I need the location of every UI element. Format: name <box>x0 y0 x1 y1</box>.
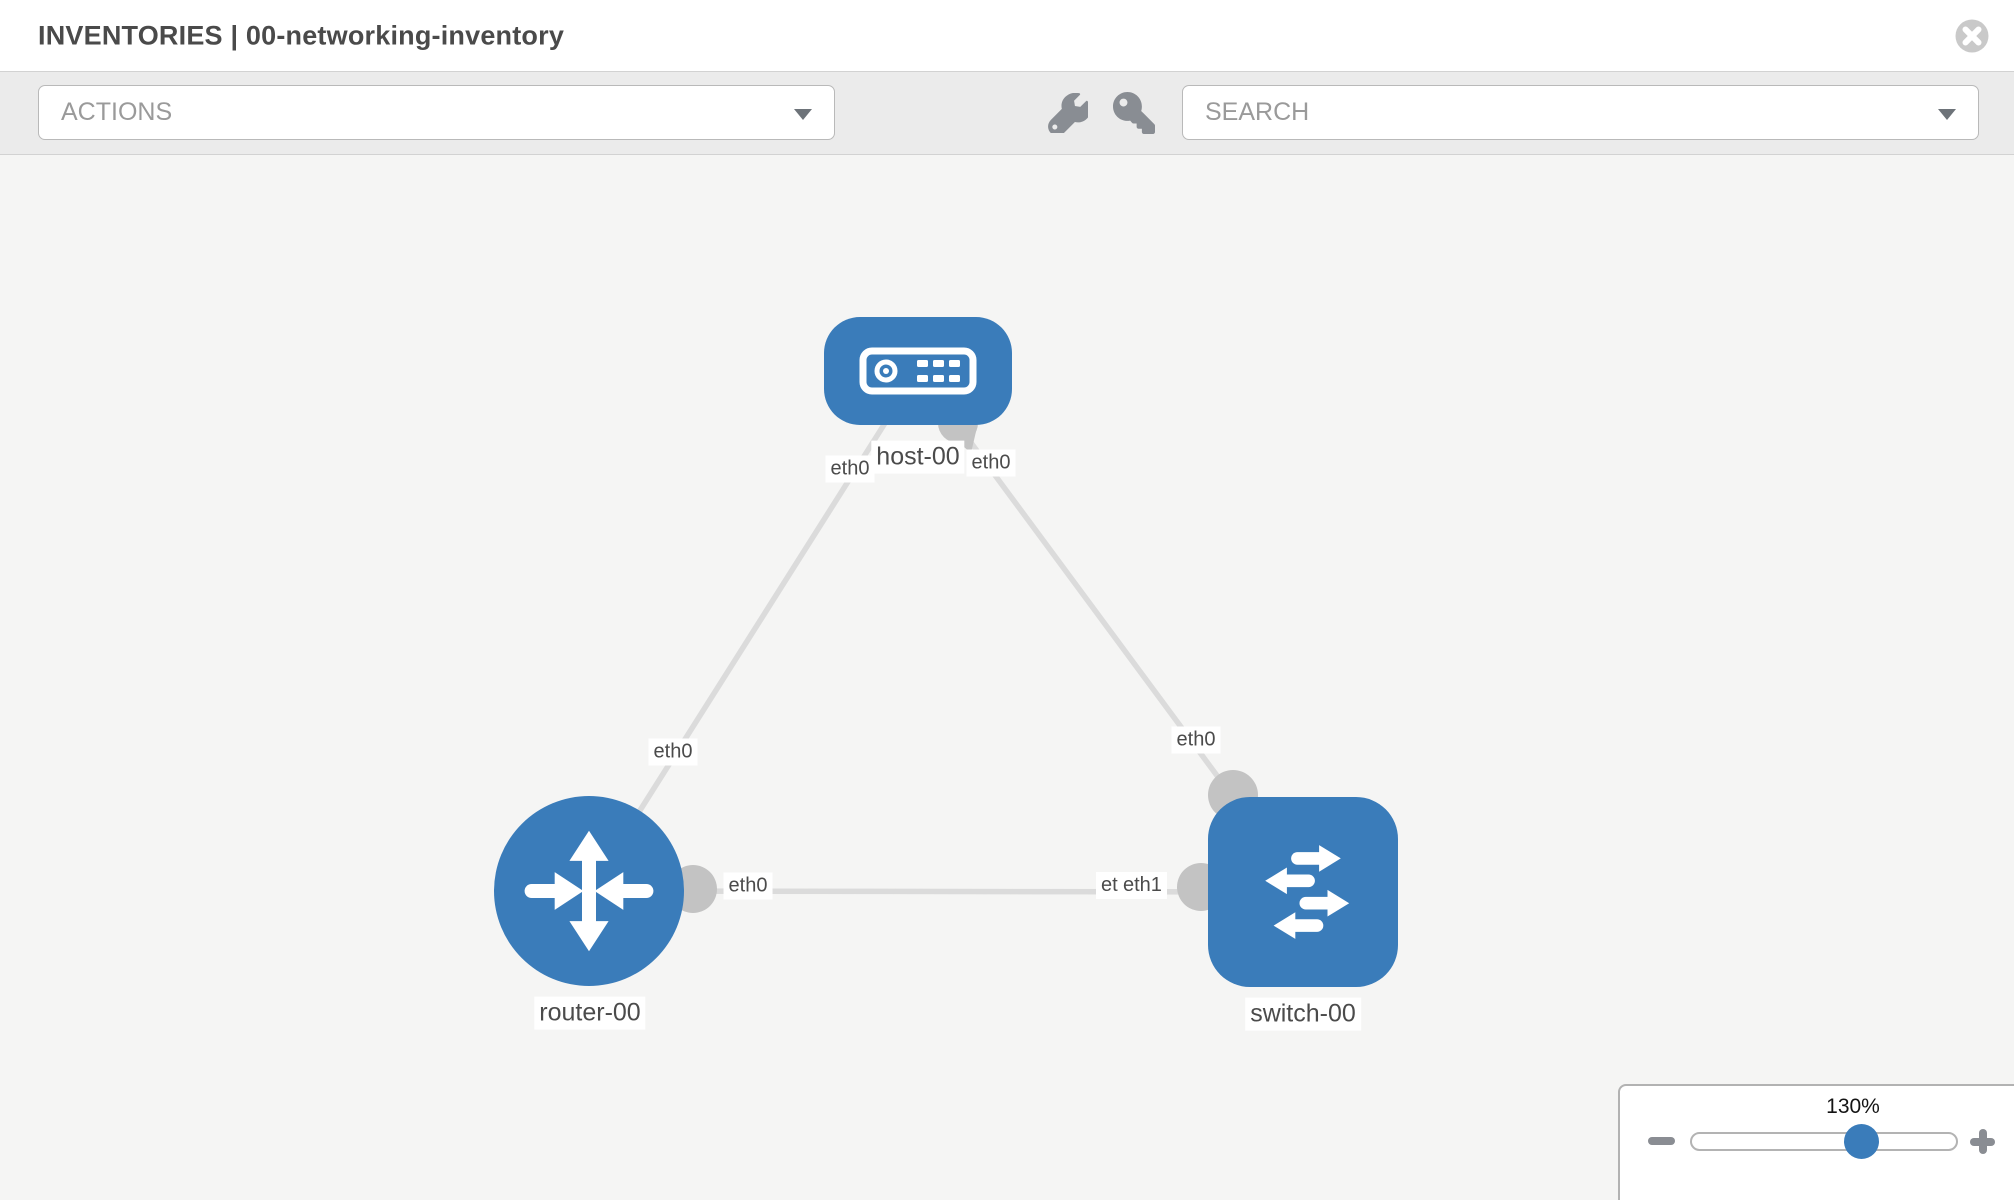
node-label-router: router-00 <box>534 996 646 1030</box>
zoom-out-button[interactable] <box>1648 1137 1675 1145</box>
node-host-00[interactable] <box>824 317 1012 425</box>
node-switch-00[interactable] <box>1208 797 1398 987</box>
actions-dropdown-input[interactable] <box>39 86 834 139</box>
chevron-down-icon <box>794 109 812 120</box>
router-arrows-icon <box>524 830 654 952</box>
key-icon <box>1113 92 1155 134</box>
interface-label: eth1 <box>1118 872 1167 899</box>
node-label-switch: switch-00 <box>1245 997 1361 1031</box>
search-box[interactable] <box>1182 85 1979 140</box>
interface-label: eth0 <box>966 449 1016 477</box>
search-input[interactable] <box>1183 86 1978 139</box>
links-layer <box>586 369 1306 913</box>
server-icon <box>859 347 977 395</box>
toolbar <box>0 72 2014 155</box>
interface-label: eth0 <box>1171 726 1221 754</box>
zoom-in-button[interactable] <box>1970 1129 1995 1154</box>
node-label-host: host-00 <box>871 440 965 474</box>
zoom-slider-thumb[interactable] <box>1844 1124 1879 1159</box>
close-button[interactable] <box>1954 18 1990 54</box>
zoom-level-label: 130% <box>1826 1095 1880 1118</box>
node-router-00[interactable] <box>494 796 684 986</box>
chevron-down-icon <box>1938 109 1956 120</box>
page-header: INVENTORIES | 00-networking-inventory <box>0 0 2014 72</box>
interface-label: eth0 <box>723 872 773 900</box>
wrench-button[interactable] <box>1046 92 1092 136</box>
zoom-slider-track[interactable] <box>1690 1132 1958 1151</box>
close-icon <box>1955 19 1989 53</box>
interface-label: eth0 <box>825 455 875 483</box>
topology-canvas[interactable]: host-00 router-00 switch-00 eth0 eth0 et… <box>0 155 2014 1200</box>
actions-dropdown[interactable] <box>38 85 835 140</box>
interface-label: eth0 <box>648 738 698 766</box>
key-button[interactable] <box>1112 92 1156 136</box>
zoom-control-panel: 130% <box>1618 1084 2014 1200</box>
page-title: INVENTORIES | 00-networking-inventory <box>38 20 565 50</box>
wrench-icon <box>1048 92 1092 136</box>
switch-arrows-icon <box>1265 845 1350 939</box>
